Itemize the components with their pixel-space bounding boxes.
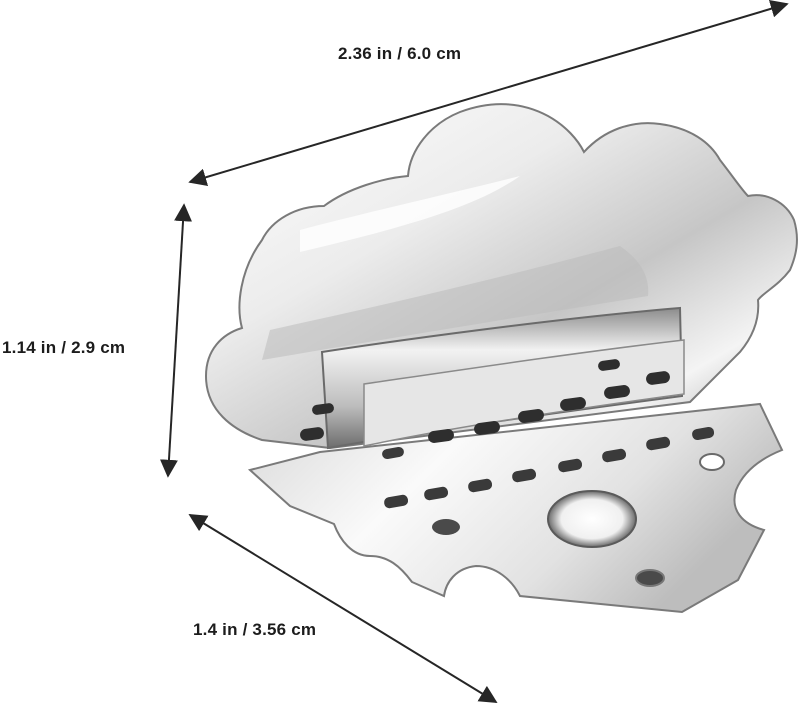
width-dimension-label: 2.36 in / 6.0 cm [338, 44, 462, 63]
depth-dimension-label: 1.4 in / 3.56 cm [193, 620, 317, 639]
large-mounting-hole [547, 490, 637, 548]
height-dimension-label: 1.14 in / 2.9 cm [2, 338, 126, 357]
small-mounting-hole-left [432, 519, 460, 535]
plate-highlight [300, 176, 520, 252]
lower-string-slots [382, 426, 715, 509]
height-dimension-arrow [159, 203, 193, 478]
small-mounting-hole-right [635, 569, 665, 587]
depth-dimension-arrow [188, 514, 498, 703]
edge-mounting-hole [699, 453, 725, 471]
width-dimension-arrow [188, 0, 789, 186]
plate-shadow-band [262, 246, 649, 360]
upper-string-slots [300, 359, 670, 443]
